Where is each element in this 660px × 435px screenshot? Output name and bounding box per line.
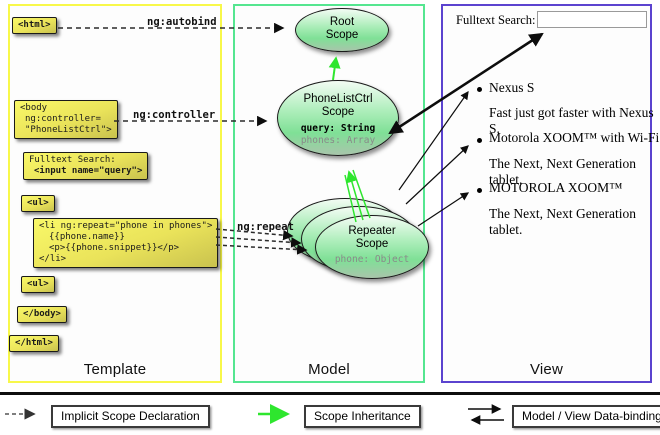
scope-title: Scope [355,238,389,250]
view-item-desc: The Next, Next Generation tablet. [489,206,636,237]
code-line: <input name="query"> [34,166,143,176]
code-box-fulltext-search: Fulltext Search: <input name="query"> [23,152,149,180]
legend-separator-line [0,392,660,395]
legend-implicit-scope-declaration: Implicit Scope Declaration [51,405,210,428]
code-line: "PhoneListCtrl"> [25,125,112,135]
view-item-title: Nexus S [489,80,535,95]
model-column-label: Model [308,361,350,378]
code-line: <ul> [27,198,49,208]
edge-label-repeat: ng:repeat [237,221,294,233]
code-line: <li ng:repeat="phone in phones"> [39,221,213,231]
code-line: <p>{{phone.snippet}}</p> [49,243,180,253]
code-line: {{phone.name}} [49,232,125,242]
code-line: </html> [15,338,53,348]
legend-double-arrow [468,404,504,425]
code-line: ng:controller= [25,114,101,124]
code-box-html-close: </html> [9,335,59,352]
code-box-ul-close: <ul> [21,276,55,293]
bullet-dot [477,87,482,92]
scope-property: phones: Array [300,134,376,146]
legend-scope-inheritance: Scope Inheritance [304,405,421,428]
scope-property: phone: Object [334,254,410,265]
scope-title: Root [329,16,355,28]
bullet-dot [477,188,482,193]
code-box-li-repeat: <li ng:repeat="phone in phones"> {{phone… [33,218,219,268]
code-box-body-open: <body ng:controller= "PhoneListCtrl"> [14,100,118,139]
code-line: <html> [18,20,51,30]
code-line: <body [20,103,48,113]
scope-title: Scope [321,106,355,118]
scope-title: Repeater [348,225,396,237]
fulltext-search-input[interactable] [537,11,647,28]
view-item-desc: The Next, Next Generation tablet. [489,156,636,187]
model-column: Model [233,4,425,383]
edge-label-controller: ng:controller [133,109,216,121]
scope-property: query: String [300,123,376,134]
repeater-scope-ellipse: Repeater Scope phone: Object [315,215,429,279]
code-box-html-open: <html> [12,17,57,34]
phonelistctrl-scope-ellipse: PhoneListCtrl Scope query: String phones… [277,80,399,156]
view-item-title: Motorola XOOM™ with Wi-Fi [489,130,660,145]
code-line: </body> [23,309,61,319]
code-box-ul-open: <ul> [21,195,55,212]
code-line: </li> [39,254,67,264]
legend-model-view-data-binding: Model / View Data-binding [512,405,660,428]
code-box-body-close: </body> [17,306,67,323]
scope-title: PhoneListCtrl [303,93,373,105]
scope-title: Scope [325,29,359,41]
edge-label-autobind: ng:autobind [147,16,217,28]
view-column-label: View [529,361,564,378]
template-column-label: Template [83,361,147,378]
code-line: <ul> [27,279,49,289]
view-search-label: Fulltext Search: [456,13,536,27]
root-scope-ellipse: Root Scope [295,8,389,52]
view-item-title: MOTOROLA XOOM™ [489,180,623,195]
template-column: Template [8,4,222,383]
code-line: Fulltext Search: [29,155,116,165]
bullet-dot [477,138,482,143]
